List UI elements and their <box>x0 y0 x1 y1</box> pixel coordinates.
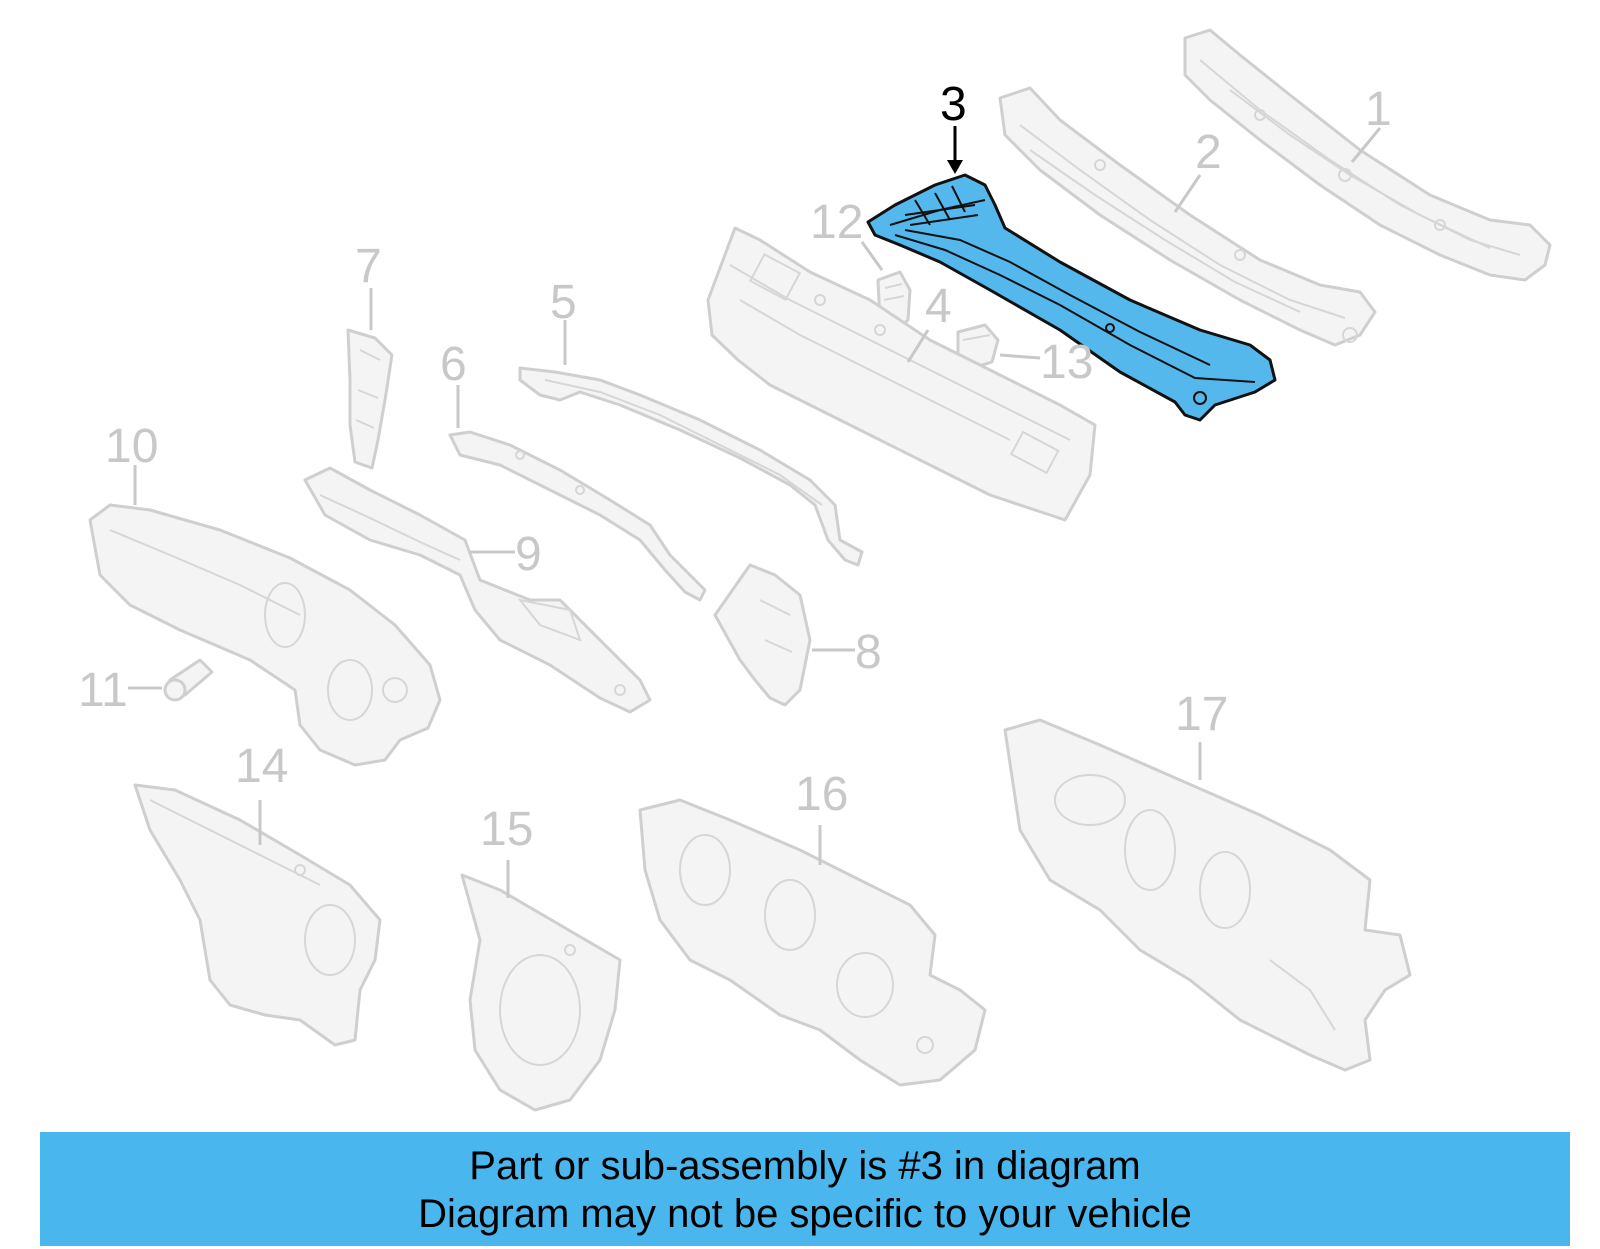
part-16-dash-panel[interactable] <box>638 798 987 1087</box>
part-4-cowl-lower-panel[interactable] <box>706 226 1097 522</box>
banner-line-1: Part or sub-assembly is #3 in diagram <box>469 1144 1141 1188</box>
part-2-cowl-reinforcement[interactable] <box>998 86 1377 347</box>
callout-6: 6 <box>440 338 467 391</box>
part-1-cowl-upper[interactable] <box>1183 28 1552 282</box>
callout-2: 2 <box>1195 126 1222 179</box>
callout-4: 4 <box>925 280 952 333</box>
part-3-cowl-top-panel[interactable] <box>866 173 1277 422</box>
callout-13: 13 <box>1040 336 1093 389</box>
part-9-cross-member[interactable] <box>303 466 652 714</box>
info-banner: Part or sub-assembly is #3 in diagram Di… <box>40 1132 1570 1246</box>
callout-9: 9 <box>515 528 542 581</box>
part-11-bolt[interactable] <box>163 658 214 702</box>
part-17-full-dash-panel[interactable] <box>1003 718 1412 1072</box>
callout-15: 15 <box>480 803 533 856</box>
part-6-bracket-bar[interactable] <box>448 430 707 602</box>
callout-12: 12 <box>810 196 863 249</box>
callout-11: 11 <box>78 664 128 717</box>
part-14-dash-panel[interactable] <box>133 783 382 1047</box>
banner-line-2: Diagram may not be specific to your vehi… <box>418 1192 1192 1236</box>
parts-diagram: 1 2 3 12 13 <box>78 28 1552 1112</box>
part-15-dash-panel-section[interactable] <box>460 873 622 1112</box>
part-10-dash-insulator[interactable] <box>88 503 442 767</box>
callout-8: 8 <box>855 626 882 679</box>
part-7-vertical-bracket[interactable] <box>346 328 394 470</box>
callout-1: 1 <box>1365 83 1392 136</box>
callout-3: 3 <box>940 78 967 131</box>
callout-17: 17 <box>1175 688 1228 741</box>
callout-16: 16 <box>795 768 848 821</box>
callout-14: 14 <box>235 740 288 793</box>
part-8-side-bracket[interactable] <box>713 563 812 707</box>
callout-5: 5 <box>550 276 577 329</box>
callout-7: 7 <box>355 240 382 293</box>
callout-10: 10 <box>105 420 158 473</box>
part-5-reinforcement-bar[interactable] <box>518 366 864 567</box>
